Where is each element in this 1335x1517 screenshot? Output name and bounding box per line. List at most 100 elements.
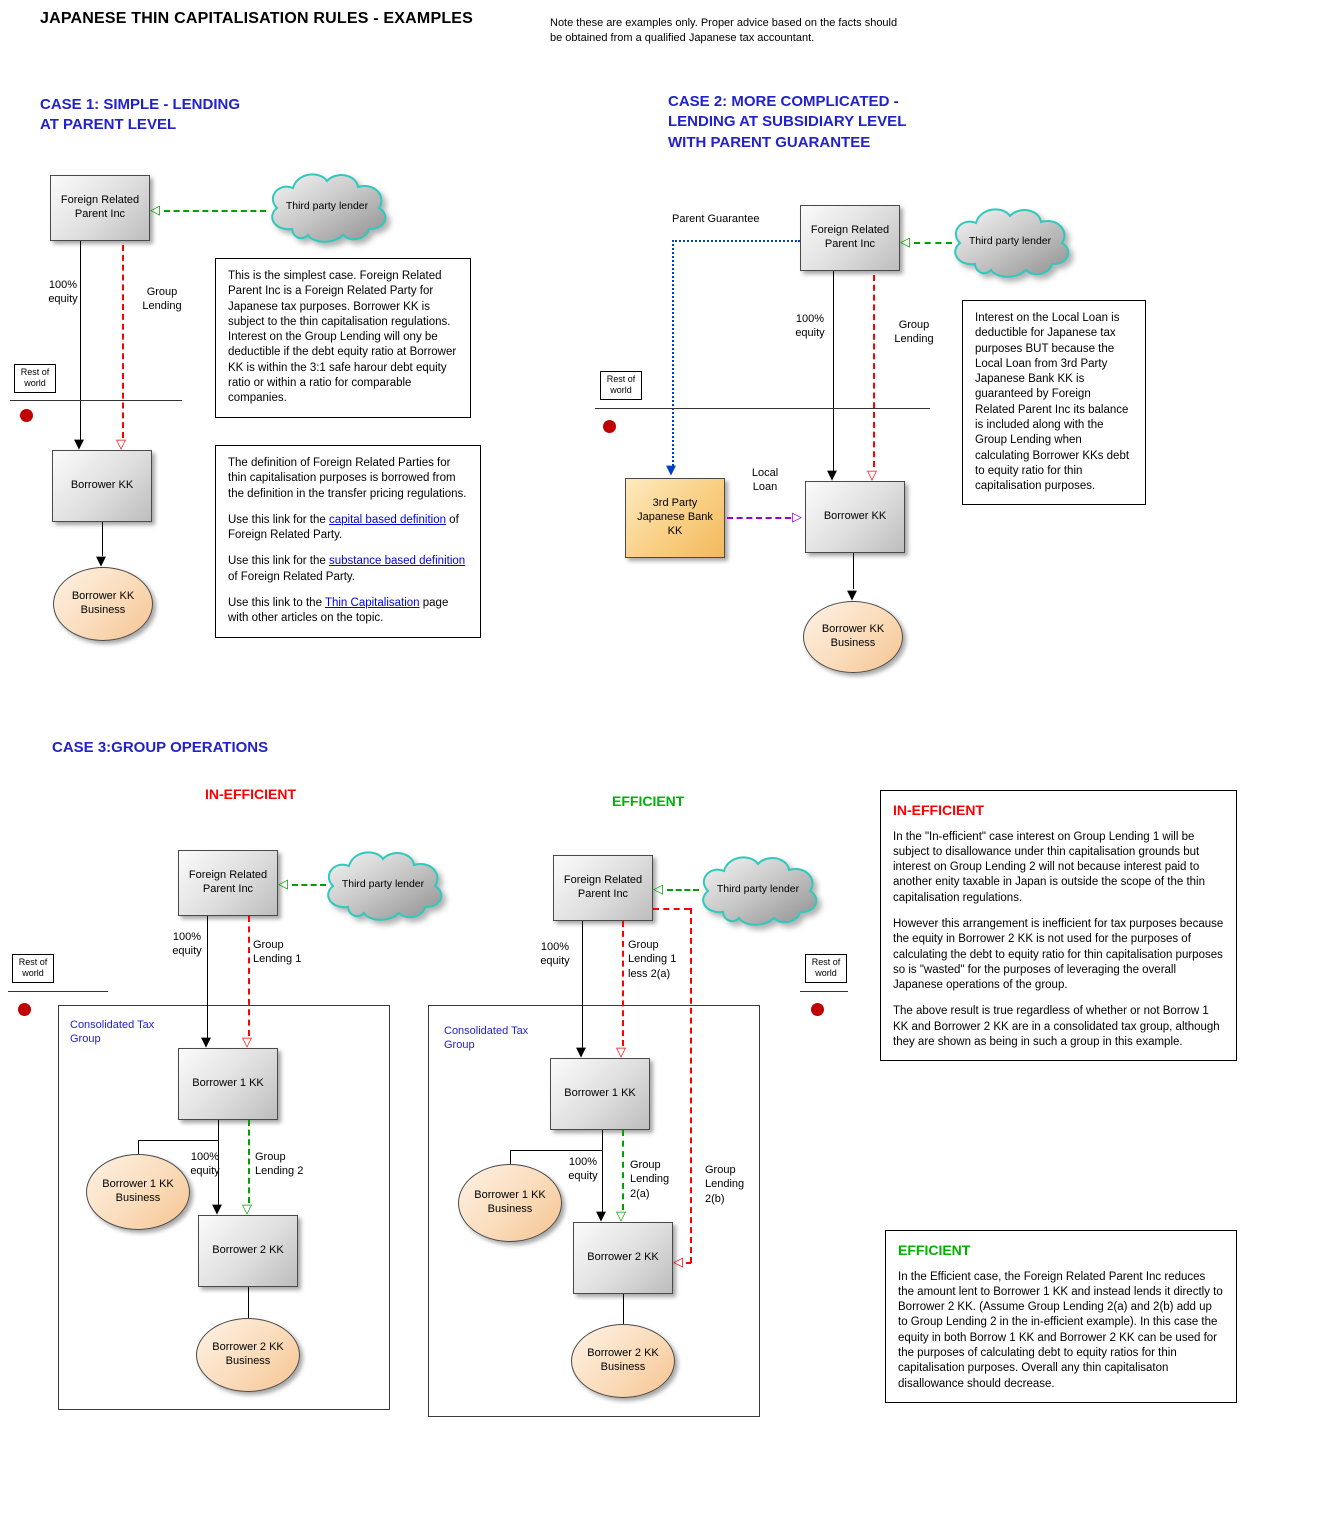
case3-right-consolidated-tax-group-label: Consolidated Tax Group (444, 1025, 529, 1052)
case3-left-border-line (8, 991, 108, 992)
case3-left-business-elbow-v (138, 1140, 139, 1154)
efficient-note-p1: In the Efficient case, the Foreign Relat… (898, 1270, 1223, 1390)
disclaimer-note: Note these are examples only. Proper adv… (550, 17, 898, 44)
lending-arrowhead-left-icon: ◁ (653, 882, 663, 897)
case3-right-borrower2-box: Borrower 2 KK (573, 1222, 673, 1294)
case3-left-equity-label: 100% equity (172, 931, 202, 958)
case3-right-equity-label: 100% equity (540, 941, 570, 968)
case3-right-borrower2-business-ellipse: Borrower 2 KK Business (571, 1324, 675, 1398)
inefficient-note-p3: The above result is true regardless of w… (893, 1005, 1220, 1048)
case1-rest-of-world-box: Rest of world (14, 364, 56, 393)
case2-red-dot-icon (603, 420, 616, 433)
case3-right-borrower1-business-ellipse: Borrower 1 KK Business (458, 1164, 562, 1242)
equity-arrowhead-down-icon: ▼ (74, 437, 84, 452)
cloud-label: Third party lender (968, 235, 1052, 247)
thin-capitalisation-page-link[interactable]: Thin Capitalisation (324, 596, 420, 609)
case3-left-group-lending1-label: Group Lending 1 (253, 939, 302, 966)
third-party-lending-line (292, 884, 326, 886)
cloud-label: Third party lender (341, 878, 425, 890)
case2-parent-box: Foreign Related Parent Inc (800, 205, 900, 271)
business-arrowhead-down-icon: ▼ (96, 554, 106, 569)
case3-right-group-lending1-label: Group Lending 1 less 2(a) (628, 939, 677, 980)
case1-equity-label: 100% equity (48, 279, 78, 306)
business-arrowhead-down-icon: ▼ (847, 588, 857, 603)
note-text: Use this link to the (228, 596, 325, 609)
case2-rest-of-world-box: Rest of world (600, 371, 642, 400)
case1-note2-p1: The definition of Foreign Related Partie… (228, 457, 467, 500)
case1-third-party-lender-cloud: Third party lender (262, 165, 392, 247)
inefficient-note-p1: In the "In-efficient" case interest on G… (893, 830, 1205, 904)
note-text: Use this link for the (228, 555, 329, 568)
lending-arrowhead-left-icon: ◁ (150, 203, 160, 218)
case1-equity-line (80, 241, 81, 440)
case1-borrower-box: Borrower KK (52, 450, 152, 522)
case1-note2-p2: Use this link for the capital based defi… (228, 513, 468, 544)
case3-right-business-elbow-h (510, 1150, 602, 1151)
case3-left-borrower1-business-ellipse: Borrower 1 KK Business (86, 1154, 190, 1230)
cloud-label: Third party lender (285, 200, 369, 212)
case3-left-consolidated-tax-group-box (58, 1005, 390, 1410)
case3-left-group-lending2-label: Group Lending 2 (255, 1151, 304, 1178)
case3-left-rest-of-world-box: Rest of world (12, 954, 54, 983)
case3-right-group-lending2b-line-h1 (653, 908, 690, 910)
cloud-icon (271, 173, 387, 243)
guarantee-arrowhead-down-icon: ▼ (666, 463, 676, 478)
case2-group-lending-label: Group Lending (894, 319, 934, 346)
lending-arrowhead-down-green-icon: ▽ (616, 1209, 626, 1224)
cloud-icon (954, 208, 1070, 278)
local-loan-arrowhead-right-icon: ▷ (792, 510, 802, 525)
case2-borrower-box: Borrower KK (805, 481, 905, 553)
lending-arrowhead-down-green-icon: ▽ (242, 1202, 252, 1217)
case1-group-lending-line (122, 245, 124, 438)
case1-business-line (102, 522, 103, 556)
case3-left-equity-line-2 (218, 1120, 219, 1206)
substance-based-definition-link[interactable]: substance based definition (328, 555, 466, 568)
case1-group-lending-label: Group Lending (142, 286, 182, 313)
case3-heading: CASE 3:GROUP OPERATIONS (52, 739, 269, 756)
equity-arrowhead-down-icon: ▼ (576, 1045, 586, 1060)
case3-right-parent-box: Foreign Related Parent Inc (553, 855, 653, 921)
case2-equity-line (833, 271, 834, 471)
case1-red-dot-icon (20, 409, 33, 422)
cloud-icon (327, 851, 443, 921)
lending-arrowhead-down-icon: ▽ (242, 1035, 252, 1050)
case3-right-red-dot-icon (811, 1003, 824, 1016)
lending-arrowhead-left-icon: ◁ (900, 235, 910, 250)
case3-left-red-dot-icon (18, 1003, 31, 1016)
case3-right-equity-line-1 (582, 921, 583, 1049)
case3-left-business-elbow-h (138, 1140, 218, 1141)
case3-right-group-lending2b-label: Group Lending 2(b) (705, 1164, 745, 1205)
case3-right-rest-of-world-box: Rest of world (805, 954, 847, 983)
case3-right-equity-line-2 (602, 1130, 603, 1213)
case3-right-equity2-label: 100% equity (568, 1156, 598, 1183)
case1-note2-p4: Use this link to the Thin Capitalisation… (228, 596, 468, 627)
case3-left-borrower1-box: Borrower 1 KK (178, 1048, 278, 1120)
inefficient-note-p2: However this arrangement is inefficient … (893, 918, 1224, 992)
case1-note2-p3: Use this link for the substance based de… (228, 554, 468, 585)
lending-arrowhead-left-red-icon: ◁ (673, 1255, 683, 1270)
case3-right-group-lending2b-line-v (690, 908, 692, 1263)
case2-group-lending-line (873, 275, 875, 467)
third-party-lending-line (914, 242, 952, 244)
local-loan-line (727, 517, 791, 519)
note-text: of Foreign Related Party. (228, 570, 355, 583)
lending-arrowhead-down-icon: ▽ (616, 1045, 626, 1060)
cloud-icon (702, 856, 818, 926)
cloud-label: Third party lender (716, 883, 800, 895)
parent-guarantee-line-v (672, 240, 674, 466)
lending-arrowhead-down-icon: ▽ (116, 437, 126, 452)
capital-based-definition-link[interactable]: capital based definition (328, 513, 446, 526)
case2-note-text: Interest on the Local Loan is deductible… (975, 312, 1130, 493)
case2-local-loan-label: Local Loan (751, 467, 779, 494)
case2-borrower-business-ellipse: Borrower KK Business (803, 601, 903, 673)
case1-note1-text: This is the simplest case. Foreign Relat… (228, 270, 457, 405)
case3-right-border-line (800, 991, 848, 992)
case1-borrower-business-ellipse: Borrower KK Business (53, 567, 153, 641)
case3-left-group-lending1-line (248, 916, 250, 1036)
case3-left-borrower2-box: Borrower 2 KK (198, 1215, 298, 1287)
case3-right-borrower1-box: Borrower 1 KK (550, 1058, 650, 1130)
case2-third-party-lender-cloud: Third party lender (945, 200, 1075, 282)
case2-business-line (853, 553, 854, 589)
inefficient-note-heading: IN-EFFICIENT (893, 802, 984, 818)
